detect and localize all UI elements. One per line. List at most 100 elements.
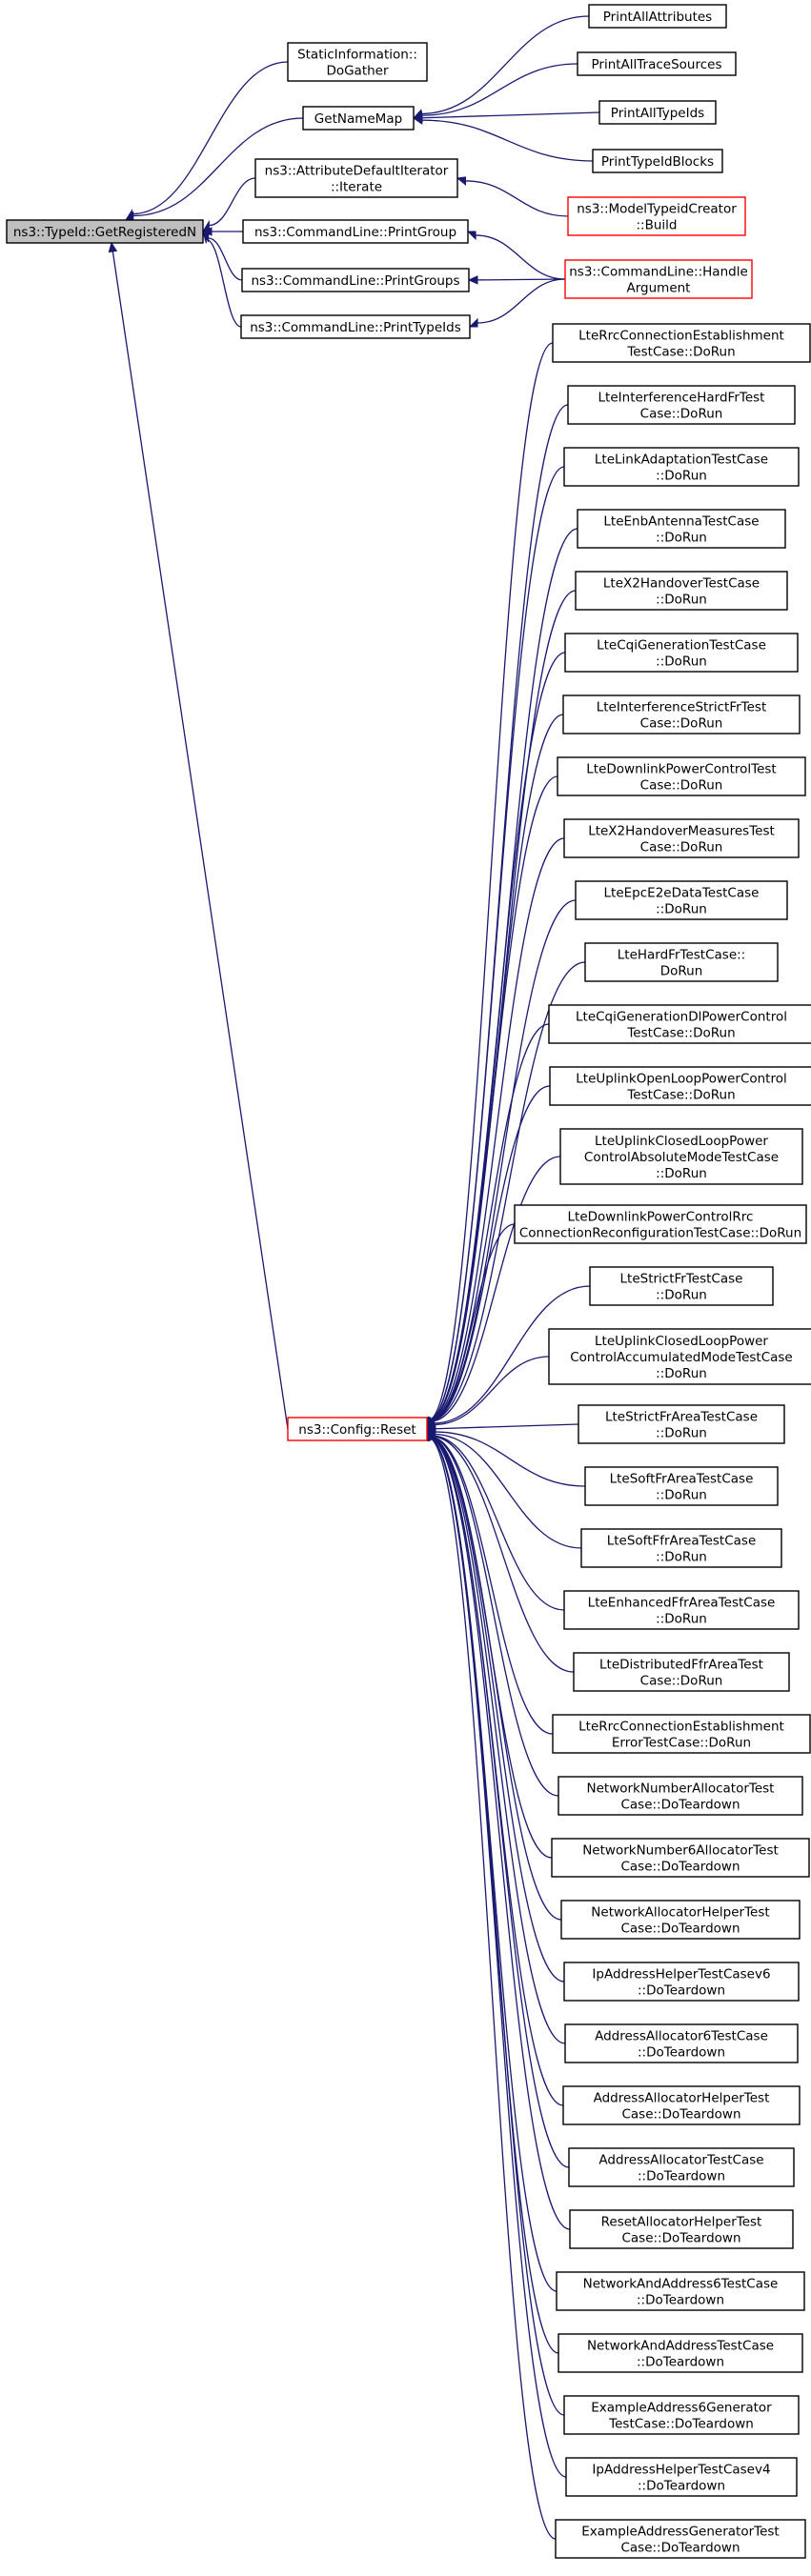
node-t20[interactable]: LteSoftFfrAreaTestCase::DoRun [580, 1528, 782, 1568]
node-label: LteX2HandoverMeasuresTest [588, 824, 775, 839]
node-label: ns3::Config::Reset [298, 1422, 416, 1438]
node-t19[interactable]: LteSoftFrAreaTestCase::DoRun [584, 1466, 779, 1506]
node-box [287, 1417, 428, 1441]
node-box [6, 219, 204, 244]
node-t30[interactable]: AddressAllocatorTestCase::DoTeardown [568, 2147, 795, 2187]
node-printalltypeids[interactable]: PrintAllTypeIds [598, 100, 717, 125]
node-t35[interactable]: IpAddressHelperTestCasev4::DoTeardown [565, 2457, 798, 2497]
node-label: ns3::CommandLine::PrintGroups [251, 273, 459, 289]
node-label: IpAddressHelperTestCasev6 [592, 1967, 770, 1982]
node-box [557, 756, 806, 796]
node-t01[interactable]: LteRrcConnectionEstablishmentTestCase::D… [552, 323, 811, 363]
node-t10[interactable]: LteEpcE2eDataTestCase::DoRun [575, 880, 788, 920]
node-box [564, 633, 799, 673]
node-t04[interactable]: LteEnbAntennaTestCase::DoRun [577, 509, 786, 549]
node-box [575, 571, 788, 611]
node-label: AddressAllocatorHelperTest [594, 2091, 770, 2106]
node-label: PrintAllAttributes [603, 10, 712, 25]
node-printtypeids[interactable]: ns3::CommandLine::PrintTypeIds [240, 314, 471, 339]
edge-printgroups-to-root [201, 230, 243, 281]
node-label: Case::DoTeardown [620, 1798, 740, 1813]
node-getnamemap[interactable]: GetNameMap [302, 106, 415, 131]
node-t25[interactable]: NetworkNumber6AllocatorTestCase::DoTeard… [551, 1838, 810, 1878]
node-t17[interactable]: LteUplinkClosedLoopPowerControlAccumulat… [548, 1328, 811, 1385]
node-label: ::DoRun [656, 654, 707, 670]
node-label: GetNameMap [314, 111, 402, 127]
node-label: ::DoTeardown [638, 2045, 725, 2061]
node-box [548, 1004, 811, 1044]
node-t03[interactable]: LteLinkAdaptationTestCase::DoRun [563, 447, 800, 487]
node-t34[interactable]: ExampleAddress6GeneratorTestCase::DoTear… [563, 2395, 800, 2435]
node-t06[interactable]: LteCqiGenerationTestCase::DoRun [564, 633, 799, 673]
edge-t02-to-configreset [426, 404, 569, 1430]
node-label: NetworkNumber6AllocatorTest [582, 1843, 779, 1859]
node-label: ::DoTeardown [637, 2355, 724, 2370]
node-label: ::Iterate [331, 180, 382, 195]
node-label: Case::DoRun [640, 407, 723, 422]
node-t23[interactable]: LteRrcConnectionEstablishmentErrorTestCa… [552, 1714, 811, 1754]
node-label: DoRun [660, 964, 703, 979]
node-box [580, 1528, 782, 1568]
node-t32[interactable]: NetworkAndAddress6TestCase::DoTeardown [556, 2271, 805, 2311]
arrowhead [108, 241, 118, 253]
node-static_info[interactable]: StaticInformation::DoGather [287, 42, 428, 82]
node-label: PrintAllTraceSources [591, 57, 721, 72]
node-box [240, 314, 471, 339]
node-t05[interactable]: LteX2HandoverTestCase::DoRun [575, 571, 788, 611]
edge-t01-to-configreset [426, 342, 554, 1430]
node-label: ns3::AttributeDefaultIterator [265, 164, 449, 179]
node-label: ::DoRun [656, 1288, 707, 1303]
node-printgroup[interactable]: ns3::CommandLine::PrintGroup [242, 219, 469, 244]
node-t27[interactable]: IpAddressHelperTestCasev6::DoTeardown [563, 1962, 800, 2002]
node-printtypeidblocks[interactable]: PrintTypeIdBlocks [592, 149, 723, 173]
node-printgroups[interactable]: ns3::CommandLine::PrintGroups [241, 268, 470, 292]
node-t24[interactable]: NetworkNumberAllocatorTestCase::DoTeardo… [558, 1776, 803, 1816]
edge-handlearg-to-printgroup [466, 231, 566, 280]
node-label: Case::DoRun [640, 716, 723, 732]
node-box [589, 1266, 774, 1306]
node-t18[interactable]: LteStrictFrAreaTestCase::DoRun [578, 1404, 785, 1444]
node-t21[interactable]: LteEnhancedFfrAreaTestCase::DoRun [563, 1590, 800, 1630]
edge-printallattributes-to-getnamemap [412, 15, 590, 119]
arrowhead [202, 231, 207, 244]
node-t33[interactable]: NetworkAndAddressTestCase::DoTeardown [558, 2333, 803, 2373]
node-root[interactable]: ns3::TypeId::GetRegisteredN [6, 219, 204, 244]
node-t16[interactable]: LteStrictFrTestCase::DoRun [589, 1266, 774, 1306]
node-label: ns3::ModelTypeidCreator [577, 202, 737, 217]
node-label: LteHardFrTestCase:: [618, 948, 745, 963]
node-label: ::DoRun [656, 593, 707, 608]
node-t29[interactable]: AddressAllocatorHelperTestCase::DoTeardo… [562, 2085, 801, 2125]
node-modeltypeid[interactable]: ns3::ModelTypeidCreator::Build [567, 196, 746, 236]
node-label: LteEnhancedFfrAreaTestCase [588, 1596, 776, 1611]
node-label: Case::DoRun [640, 778, 723, 794]
edge-t35-to-configreset [426, 1428, 567, 2478]
node-t12[interactable]: LteCqiGenerationDlPowerControlTestCase::… [548, 1004, 811, 1044]
node-label: NetworkNumberAllocatorTest [587, 1781, 775, 1797]
node-printallattributes[interactable]: PrintAllAttributes [588, 4, 727, 29]
node-label: LteInterferenceStrictFrTest [597, 700, 767, 715]
node-t28[interactable]: AddressAllocator6TestCase::DoTeardown [564, 2023, 799, 2063]
edge-t26-to-configreset [426, 1428, 562, 1921]
node-t26[interactable]: NetworkAllocatorHelperTestCase::DoTeardo… [560, 1900, 801, 1940]
node-t15[interactable]: LteDownlinkPowerControlRrcConnectionReco… [514, 1204, 807, 1244]
node-printalltracesources[interactable]: PrintAllTraceSources [577, 51, 737, 76]
node-label: ns3::CommandLine::Handle [569, 265, 748, 280]
node-attrdefiter[interactable]: ns3::AttributeDefaultIterator::Iterate [254, 158, 458, 198]
node-box [577, 509, 786, 549]
node-box [555, 2519, 806, 2559]
node-label: LteStrictFrAreaTestCase [605, 1410, 758, 1425]
node-configreset[interactable]: ns3::Config::Reset [287, 1417, 428, 1441]
node-label: NetworkAndAddressTestCase [587, 2339, 774, 2354]
node-t11[interactable]: LteHardFrTestCase::DoRun [584, 942, 779, 982]
node-t36[interactable]: ExampleAddressGeneratorTestCase::DoTeard… [555, 2519, 806, 2559]
node-t14[interactable]: LteUplinkClosedLoopPowerControlAbsoluteM… [559, 1128, 803, 1185]
node-t13[interactable]: LteUplinkOpenLoopPowerControlTestCase::D… [549, 1066, 811, 1106]
node-label: Case::DoTeardown [621, 2107, 740, 2123]
